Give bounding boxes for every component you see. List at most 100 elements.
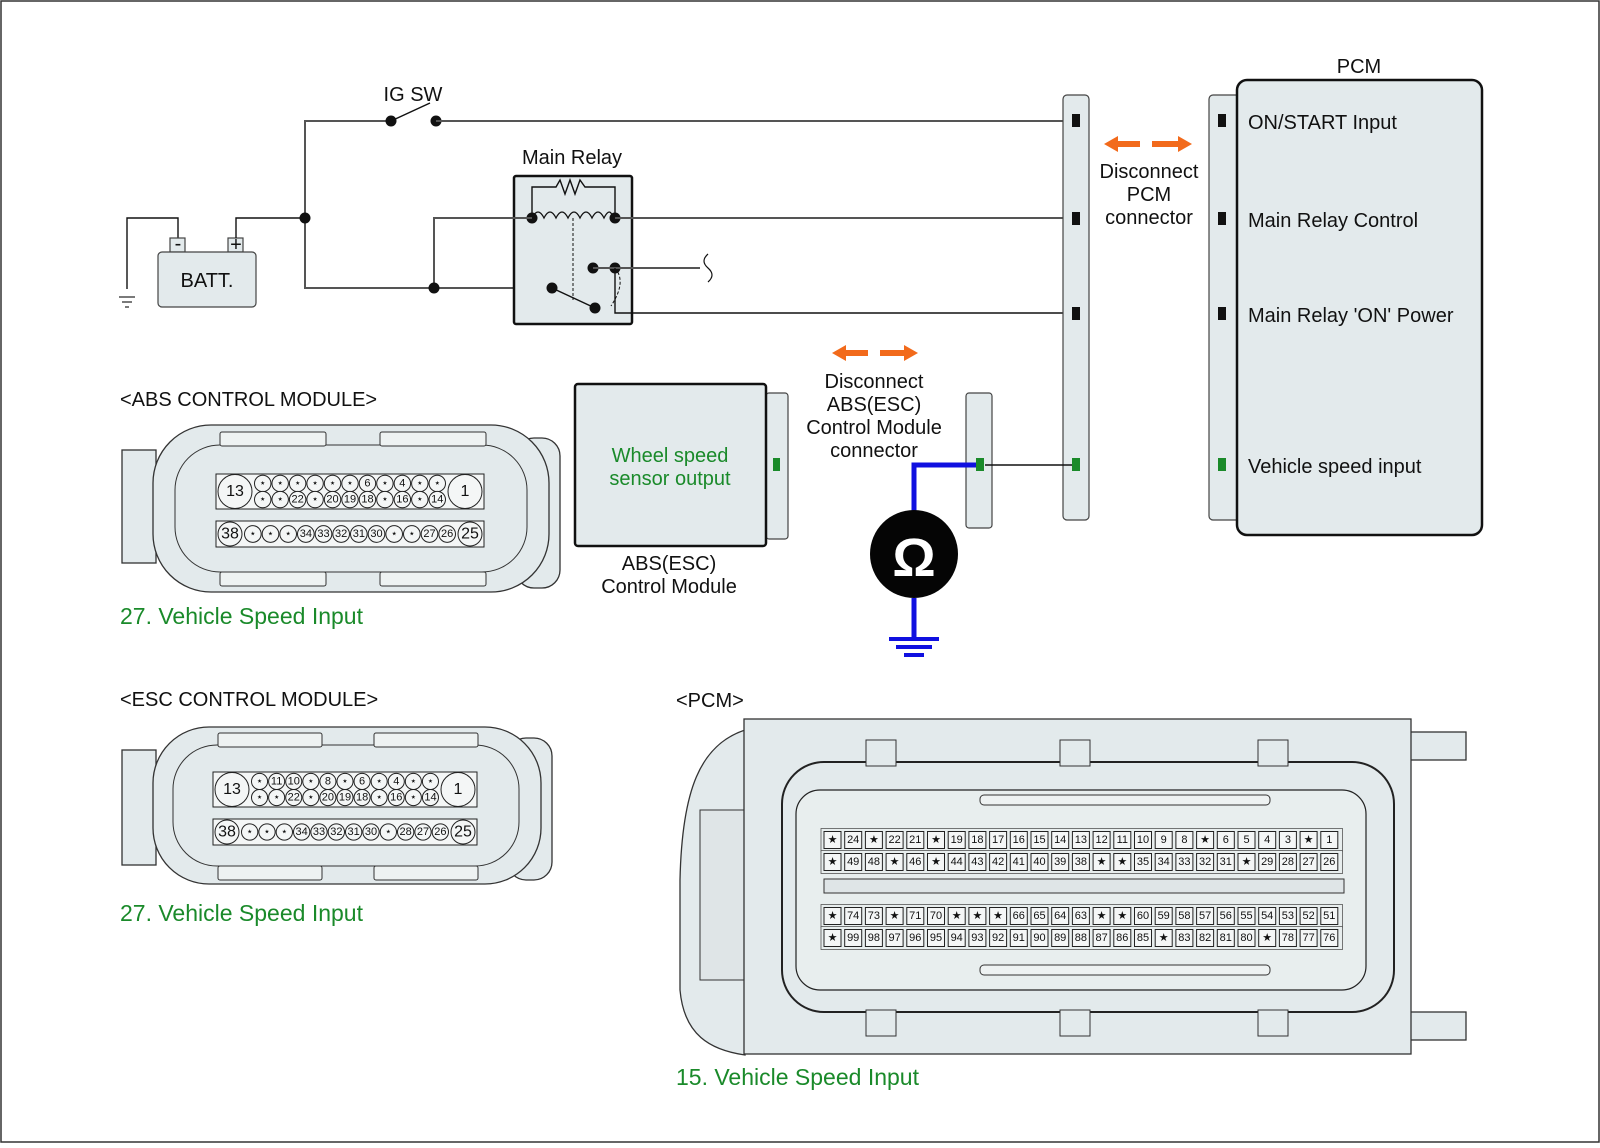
pin-label: 57	[1199, 910, 1211, 922]
disconnect-pcm-line: connector	[1105, 207, 1193, 229]
abs-module-caption: ABS(ESC)	[622, 553, 716, 575]
pin-38	[214, 819, 240, 845]
connector-slot	[373, 865, 479, 881]
relay-contact-blade	[551, 287, 596, 309]
abs-module-caption: Control Module	[601, 576, 737, 598]
pin-87	[1092, 929, 1111, 947]
pin-38	[217, 521, 243, 547]
pin-90	[1030, 929, 1049, 947]
pin-label: ⋆	[410, 792, 417, 804]
pin-label: 6	[1223, 834, 1229, 846]
pin-label: 78	[1282, 932, 1294, 944]
pin-label: 27	[423, 528, 435, 540]
pin-unused	[1154, 929, 1173, 947]
connector-slot	[379, 571, 487, 587]
pin-unused	[279, 525, 297, 543]
pin-30	[367, 525, 386, 543]
pcm-pin-caption: 15. Vehicle Speed Input	[676, 1064, 920, 1090]
pin-94	[947, 929, 966, 947]
pin-label: ★	[890, 910, 900, 922]
pin-57	[1196, 907, 1215, 925]
pin-1	[447, 474, 483, 509]
pin-label: 54	[1261, 910, 1273, 922]
disconnect-pcm-callout: Disconnect PCM connector	[1100, 136, 1199, 229]
pin-label: ⋆	[307, 792, 314, 804]
harness-pin	[1072, 114, 1080, 127]
pin-label: 31	[1220, 856, 1232, 868]
pin-14	[421, 789, 440, 807]
pin-label: 98	[868, 932, 880, 944]
pin-9	[1154, 831, 1173, 849]
pin-74	[844, 907, 863, 925]
pin-16	[387, 789, 405, 807]
pin-88	[1071, 929, 1090, 947]
pin-label: ⋆	[416, 477, 423, 489]
pin-label: ⋆	[259, 494, 266, 506]
pin-93	[968, 929, 987, 947]
pin-20	[323, 490, 342, 509]
arrow-right-icon	[880, 345, 918, 361]
pin-41	[1009, 853, 1028, 871]
pin-label: ★	[890, 856, 900, 868]
pin-label: 49	[847, 856, 859, 868]
pin-label: 4	[399, 477, 405, 489]
pin-unused	[411, 490, 429, 509]
pin-label: ⋆	[307, 775, 314, 787]
pin-14	[1051, 831, 1070, 849]
pin-label: 91	[1013, 932, 1025, 944]
pin-15	[1030, 831, 1049, 849]
pin-64	[1051, 907, 1070, 925]
pin-34	[1154, 853, 1173, 871]
pin-label: 32	[330, 826, 342, 838]
pin-unused	[404, 789, 422, 807]
pin-label: 94	[951, 932, 963, 944]
pin-unused	[864, 831, 883, 849]
pin-label: ⋆	[264, 826, 271, 838]
connector-slot	[379, 431, 487, 447]
pin-label: 34	[1158, 856, 1170, 868]
pin-label: 71	[909, 910, 921, 922]
pin-31	[1216, 853, 1235, 871]
pin-16	[393, 490, 412, 509]
battery-neg-label: -	[175, 233, 182, 255]
pin-18	[358, 490, 377, 509]
pin-label: 21	[909, 834, 921, 846]
pin-label: 31	[353, 528, 365, 540]
pin-label: 93	[971, 932, 983, 944]
pin-38	[1071, 853, 1090, 871]
coil-feed-wire	[433, 217, 532, 288]
pin-label: ★	[993, 910, 1003, 922]
pin-label: 22	[888, 834, 900, 846]
pin-21	[906, 831, 925, 849]
pin-unused	[385, 525, 403, 543]
pin-label: 16	[1013, 834, 1025, 846]
harness-pin-speed	[1072, 458, 1080, 471]
pin-label: 1	[461, 483, 470, 500]
pin-label: 80	[1240, 932, 1252, 944]
pin-unused	[302, 789, 320, 807]
main-relay-label: Main Relay	[522, 147, 622, 169]
pin-26	[438, 525, 456, 543]
main-relay: Main Relay	[512, 147, 634, 326]
pin-label: ⋆	[381, 477, 388, 489]
junction-dot	[299, 212, 311, 224]
connector-slot	[373, 732, 479, 748]
pin-unused	[927, 831, 945, 849]
pin-60	[1134, 907, 1152, 925]
ig-switch-label: IG SW	[384, 84, 443, 106]
pin-label: ⋆	[416, 494, 423, 506]
pin-label: 41	[1013, 856, 1025, 868]
ohmmeter: Ω	[870, 510, 958, 657]
pin-label: 48	[868, 856, 880, 868]
pcm-connector-clip	[1059, 1009, 1091, 1037]
pin-unused	[1237, 853, 1256, 871]
arrow-right-icon	[1152, 136, 1192, 152]
pin-label: 38	[1075, 856, 1087, 868]
pin-label: 25	[461, 526, 479, 543]
pin-label: 16	[396, 494, 408, 506]
pin-20	[319, 789, 337, 807]
pcm-connector-clip	[1257, 1009, 1289, 1037]
pcm-connector-rib	[979, 794, 1271, 806]
